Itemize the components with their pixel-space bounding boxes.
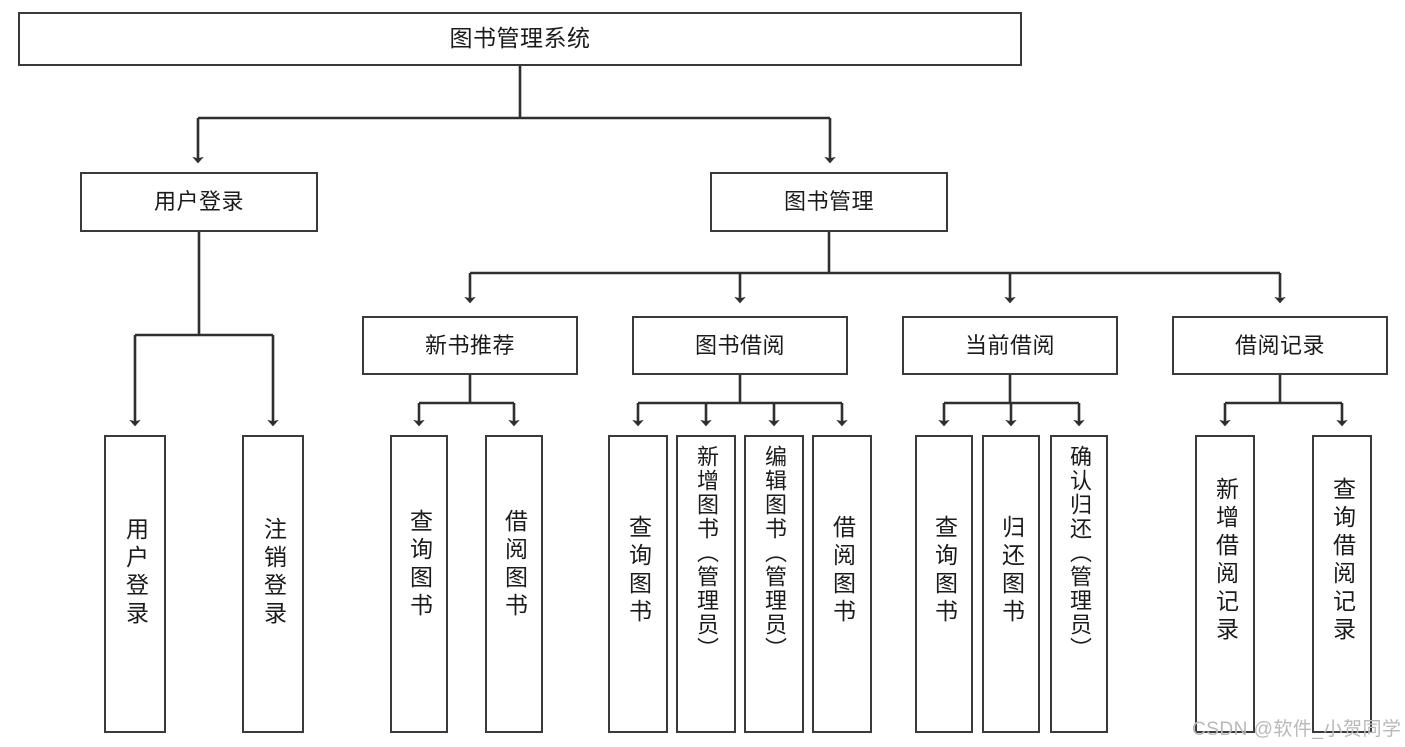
node-leaf-user-login[interactable]: 用户登录 — [104, 435, 166, 733]
node-current-borrow[interactable]: 当前借阅 — [902, 316, 1118, 375]
node-label: 图书管理 — [783, 189, 874, 215]
node-root-book-management-system[interactable]: 图书管理系统 — [18, 12, 1022, 66]
node-leaf-query-book-current[interactable]: 查询图书 — [915, 435, 973, 733]
node-leaf-query-borrow-record[interactable]: 查询借阅记录 — [1312, 435, 1372, 733]
node-label: 借阅图书 — [501, 509, 528, 621]
node-label: 确认归还（管理员） — [1067, 445, 1092, 661]
node-label: 借阅图书 — [829, 515, 856, 627]
node-label: 借阅记录 — [1234, 332, 1325, 358]
node-label: 查询图书 — [625, 515, 652, 627]
node-label: 图书管理系统 — [449, 25, 591, 52]
node-leaf-logout-login[interactable]: 注销登录 — [242, 435, 304, 733]
node-label: 新增图书（管理员） — [694, 445, 719, 661]
node-leaf-add-borrow-record[interactable]: 新增借阅记录 — [1195, 435, 1255, 733]
node-leaf-return-book[interactable]: 归还图书 — [982, 435, 1040, 733]
node-label: 编辑图书（管理员） — [762, 445, 787, 661]
node-leaf-query-book-recommend[interactable]: 查询图书 — [390, 435, 448, 733]
node-label: 查询图书 — [406, 509, 433, 621]
node-label: 新增借阅记录 — [1212, 477, 1239, 645]
node-label: 图书借阅 — [694, 332, 785, 358]
node-label: 查询借阅记录 — [1329, 477, 1356, 645]
node-label: 新书推荐 — [424, 332, 515, 358]
node-leaf-confirm-return-admin[interactable]: 确认归还（管理员） — [1050, 435, 1108, 733]
node-new-book-recommend[interactable]: 新书推荐 — [362, 316, 578, 375]
node-label: 查询图书 — [931, 515, 958, 627]
node-leaf-add-book-admin[interactable]: 新增图书（管理员） — [676, 435, 736, 733]
node-leaf-borrow-book-borrow[interactable]: 借阅图书 — [812, 435, 872, 733]
node-label: 用户登录 — [122, 517, 149, 629]
node-label: 注销登录 — [260, 517, 287, 629]
node-leaf-edit-book-admin[interactable]: 编辑图书（管理员） — [744, 435, 804, 733]
node-leaf-query-book-borrow[interactable]: 查询图书 — [608, 435, 668, 733]
node-user-login[interactable]: 用户登录 — [80, 172, 318, 232]
node-book-borrow[interactable]: 图书借阅 — [632, 316, 848, 375]
node-book-management[interactable]: 图书管理 — [710, 172, 948, 232]
node-borrow-record[interactable]: 借阅记录 — [1172, 316, 1388, 375]
node-label: 归还图书 — [998, 515, 1025, 627]
node-label: 用户登录 — [153, 189, 244, 215]
node-label: 当前借阅 — [964, 332, 1055, 358]
node-leaf-borrow-book-recommend[interactable]: 借阅图书 — [485, 435, 543, 733]
